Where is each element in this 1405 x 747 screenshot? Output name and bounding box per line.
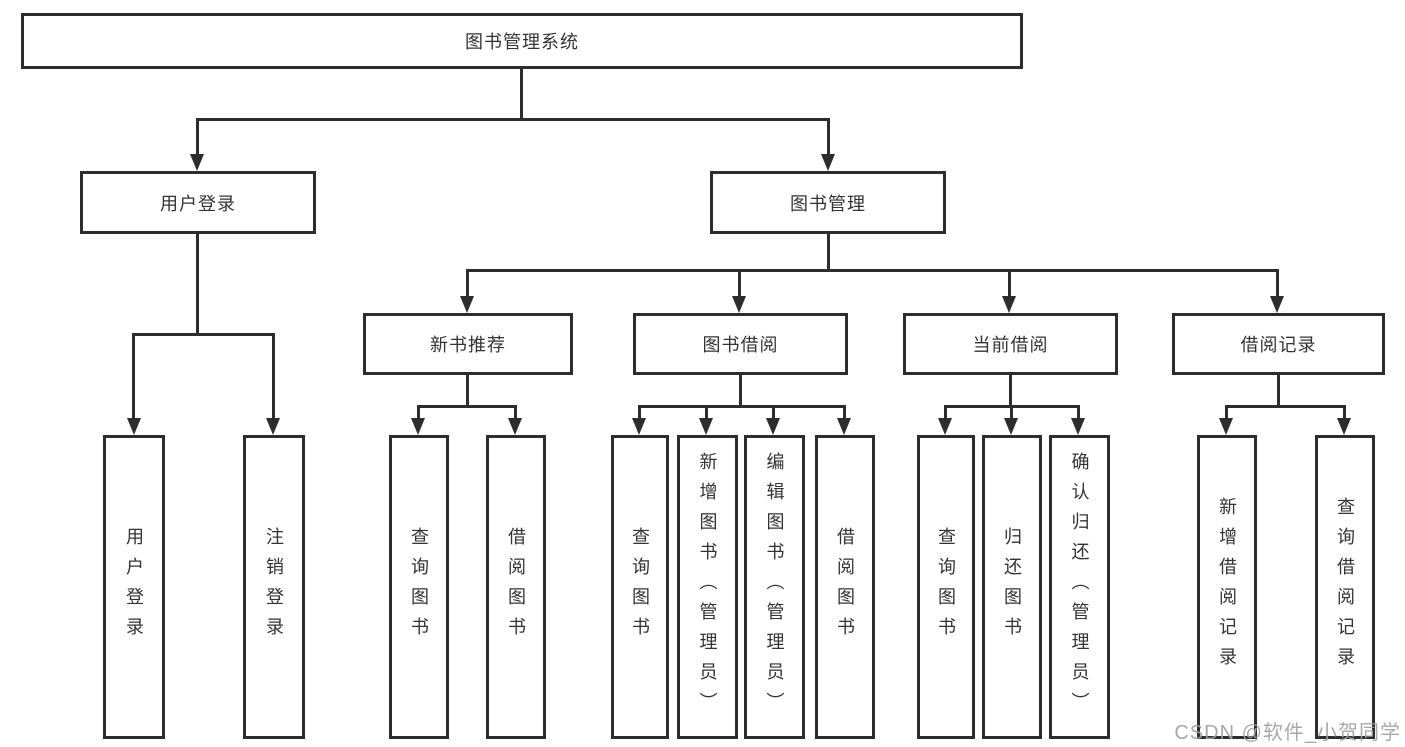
connector-line [514, 405, 517, 420]
node-label: 图书管理系统 [465, 32, 579, 52]
node-label: 当前借阅 [972, 335, 1049, 355]
arrow-down-icon [1337, 418, 1351, 435]
leaf-current-query-books: 查询图书 [917, 435, 975, 739]
node-new-book-recommend: 新书推荐 [363, 313, 573, 375]
node-label: 查询图书 [630, 527, 650, 647]
arrow-down-icon [1004, 418, 1018, 435]
node-label: 借阅记录 [1240, 335, 1317, 355]
node-label: 用户登录 [160, 193, 236, 214]
leaf-borrow-add-books-admin: 新增图书（管理员） [677, 435, 738, 739]
node-book-borrow: 图书借阅 [633, 313, 848, 375]
connector-line [772, 405, 775, 420]
connector-line [132, 333, 275, 336]
node-book-management: 图书管理 [710, 171, 946, 234]
arrow-down-icon [821, 154, 835, 171]
arrow-down-icon [411, 418, 425, 435]
connector-line [196, 118, 830, 121]
node-label: 新增借阅记录 [1217, 497, 1237, 677]
arrow-down-icon [190, 154, 204, 171]
leaf-borrow-query-books: 查询图书 [611, 435, 669, 739]
leaf-records-add-record: 新增借阅记录 [1197, 435, 1257, 739]
arrow-down-icon [1219, 418, 1233, 435]
leaf-user-login: 用户登录 [103, 435, 165, 739]
node-label: 图书管理 [790, 193, 866, 214]
connector-line [738, 269, 741, 298]
leaf-current-confirm-return-admin: 确认归还（管理员） [1049, 435, 1110, 739]
node-label: 编辑图书（管理员） [764, 452, 785, 722]
connector-line [132, 333, 135, 420]
arrow-down-icon [938, 418, 952, 435]
connector-line [272, 333, 275, 420]
connector-line [1276, 269, 1279, 298]
arrow-down-icon [1071, 418, 1085, 435]
node-label: 新增图书（管理员） [697, 452, 718, 722]
csdn-watermark: CSDN @软件_小贺同学 [1174, 722, 1401, 744]
connector-line [1009, 374, 1012, 407]
arrow-down-icon [266, 418, 280, 435]
arrow-down-icon [766, 418, 780, 435]
arrow-down-icon [732, 296, 746, 313]
leaf-newbook-borrow-books: 借阅图书 [486, 435, 546, 739]
connector-line [638, 405, 846, 408]
node-label: 用户登录 [124, 527, 144, 647]
node-user-login: 用户登录 [80, 171, 316, 234]
node-current-borrow: 当前借阅 [903, 313, 1118, 375]
node-label: 查询借阅记录 [1335, 497, 1355, 677]
node-label: 确认归还（管理员） [1069, 452, 1090, 722]
arrow-down-icon [1270, 296, 1284, 313]
node-label: 借阅图书 [506, 527, 526, 647]
connector-line [827, 118, 830, 156]
connector-line [1343, 405, 1346, 420]
connector-line [196, 118, 199, 156]
connector-line [1077, 405, 1080, 420]
leaf-logout: 注销登录 [243, 435, 305, 739]
connector-line [1225, 405, 1228, 420]
node-label: 查询图书 [936, 527, 956, 647]
connector-line [466, 269, 1279, 272]
arrow-down-icon [699, 418, 713, 435]
node-label: 图书借阅 [702, 335, 779, 355]
leaf-borrow-edit-books-admin: 编辑图书（管理员） [744, 435, 805, 739]
connector-line [705, 405, 708, 420]
connector-line [196, 233, 199, 336]
node-root-library-system: 图书管理系统 [21, 13, 1023, 69]
connector-line [520, 67, 523, 120]
connector-line [466, 374, 469, 407]
connector-line [466, 269, 469, 298]
leaf-borrow-borrow-books: 借阅图书 [815, 435, 875, 739]
connector-line [739, 374, 742, 407]
connector-line [944, 405, 947, 420]
leaf-newbook-query-books: 查询图书 [389, 435, 449, 739]
leaf-current-return-books: 归还图书 [982, 435, 1042, 739]
arrow-down-icon [460, 296, 474, 313]
connector-line [1008, 269, 1011, 298]
arrow-down-icon [127, 418, 141, 435]
connector-line [827, 233, 830, 271]
arrow-down-icon [1002, 296, 1016, 313]
arrow-down-icon [837, 418, 851, 435]
node-label: 新书推荐 [430, 335, 506, 355]
node-label: 注销登录 [264, 527, 284, 647]
node-label: 归还图书 [1002, 527, 1022, 647]
leaf-records-query-record: 查询借阅记录 [1315, 435, 1375, 739]
node-label: 查询图书 [409, 527, 429, 647]
connector-line [638, 405, 641, 420]
arrow-down-icon [508, 418, 522, 435]
node-label: 借阅图书 [835, 527, 855, 647]
connector-line [417, 405, 420, 420]
connector-line [1010, 405, 1013, 420]
connector-line [417, 405, 517, 408]
connector-line [1277, 374, 1280, 407]
connector-line [843, 405, 846, 420]
connector-line [1225, 405, 1345, 408]
node-borrow-records: 借阅记录 [1172, 313, 1385, 375]
arrow-down-icon [632, 418, 646, 435]
